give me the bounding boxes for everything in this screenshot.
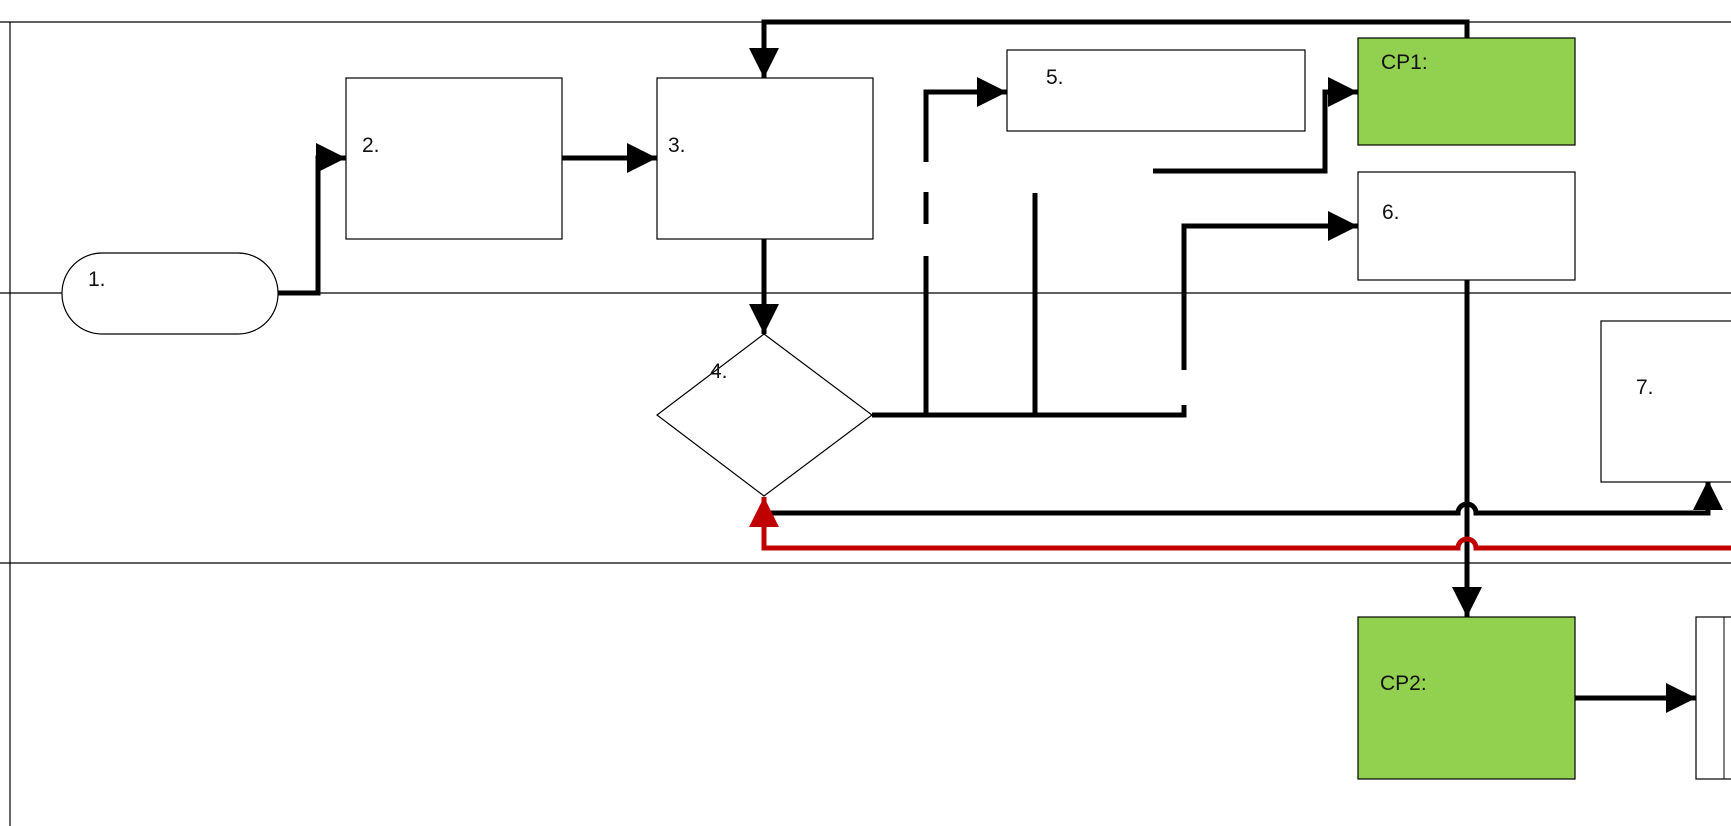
node-decision-4[interactable]: 4.	[656, 333, 873, 497]
cp2-label: CP2:	[1380, 672, 1427, 695]
node-step-1[interactable]: 1.	[61, 252, 279, 335]
connector-1-to-2	[278, 143, 346, 296]
node-step-7[interactable]: 7.	[1600, 320, 1731, 483]
connectors	[278, 19, 1723, 713]
step-3-label: 3.	[668, 134, 686, 157]
node-step-3[interactable]: 3.	[656, 77, 874, 240]
step-7-label: 7.	[1636, 376, 1654, 399]
node-checkpoint-1[interactable]: CP1:	[1357, 37, 1576, 146]
step-4-label: 4.	[710, 360, 728, 383]
connector-cp1-to-3	[749, 19, 1470, 78]
connector-to-5	[923, 77, 1007, 415]
step-5-label: 5.	[1046, 66, 1064, 89]
node-step-5[interactable]: 5.	[1006, 49, 1306, 132]
step-6-label: 6.	[1382, 201, 1400, 224]
step-2-label: 2.	[362, 134, 380, 157]
connector-return-to-4	[764, 480, 1723, 516]
node-step-6[interactable]: 6.	[1357, 171, 1576, 281]
connector-to-6	[1181, 211, 1358, 370]
node-checkpoint-2[interactable]: CP2:	[1357, 616, 1576, 780]
connector-4-branch	[872, 405, 1187, 418]
node-step-2[interactable]: 2.	[345, 77, 563, 240]
feedback-loop-red	[749, 497, 1731, 551]
connector-5-to-cp1	[1153, 77, 1358, 174]
step-1-label: 1.	[88, 268, 106, 291]
cp1-label: CP1:	[1381, 51, 1428, 74]
node-partial-next[interactable]	[1695, 616, 1731, 780]
